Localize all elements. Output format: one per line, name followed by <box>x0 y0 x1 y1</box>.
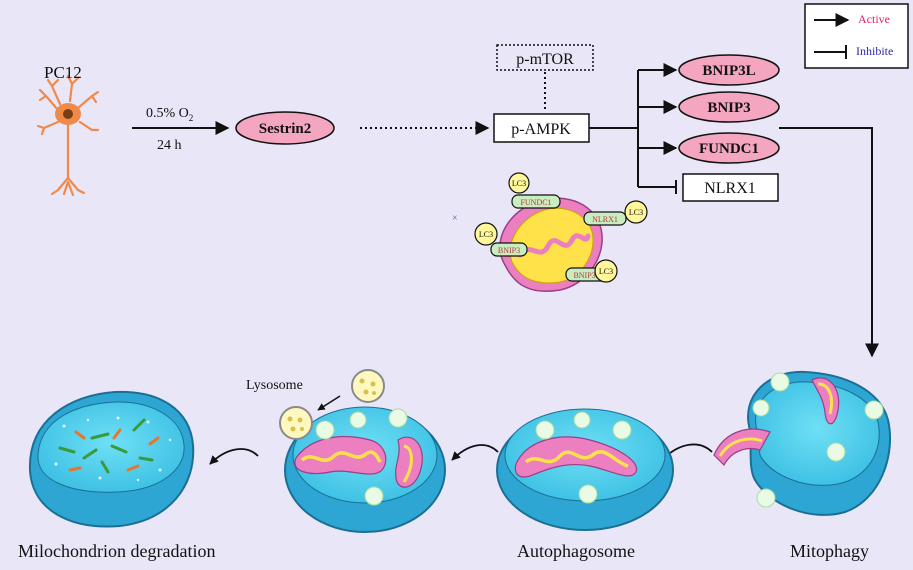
nlrx1-receptor-label: NLRX1 <box>592 215 618 224</box>
lc3-label-4: LC3 <box>599 267 613 276</box>
lyso-cell-mito-1 <box>294 435 387 475</box>
mitophagy-vesicle-1 <box>770 372 790 392</box>
lysosome-2 <box>279 406 313 440</box>
lc3-bubble-4 <box>594 259 618 283</box>
autophagosome-label: Autophagosome <box>517 541 635 561</box>
autophagosome-mito <box>514 436 638 478</box>
fundc1-receptor-label: FUNDC1 <box>520 198 551 207</box>
stray-mark: × <box>452 213 458 224</box>
o2-label: 0.5% O2 <box>146 106 193 123</box>
lyso-cell-mito-2 <box>395 436 423 488</box>
lysosome-label: Lysosome <box>246 378 303 393</box>
lysosomes <box>279 369 385 440</box>
lysosome-to-degradation-arrow <box>209 448 259 465</box>
sestrin2-label: Sestrin2 <box>259 121 312 137</box>
bnip3-receptor-label: BNIP3 <box>498 246 520 255</box>
sestrin2-node <box>235 111 335 145</box>
mitochondrion-receptor-illustration: FUNDC1 LC3 NLRX1 LC3 BNIP3 LC3 BNIP3L LC… <box>474 172 648 292</box>
lc3-bubble-1 <box>508 172 530 194</box>
nlrx1-receptor <box>583 211 627 226</box>
lysosome-1 <box>351 369 385 403</box>
bnip3-receptor <box>490 242 528 257</box>
fundc1-node <box>678 132 780 164</box>
fundc1-label: FUNDC1 <box>699 141 759 157</box>
pmtor-label: p-mTOR <box>516 51 574 68</box>
mitophagy-vesicle-4 <box>826 442 846 462</box>
lc3-label-3: LC3 <box>479 230 493 239</box>
cell-line-label: PC12 <box>44 63 82 82</box>
time-label: 24 h <box>157 138 182 153</box>
auto-vesicle-1 <box>535 420 555 440</box>
auto-vesicle-4 <box>578 484 598 504</box>
degradation-fragments <box>58 418 160 474</box>
lc3-bubble-3 <box>474 222 498 246</box>
auto-vesicle-2 <box>573 411 591 429</box>
bnip3-node <box>678 91 780 123</box>
auto-vesicle-3 <box>612 420 632 440</box>
mitophagy-vesicle-3 <box>864 400 884 420</box>
lyso-vesicle-4 <box>364 486 384 506</box>
pc12-neuron <box>36 74 100 197</box>
lysosome-arrow <box>317 395 341 411</box>
lc3-bubble-2 <box>624 200 648 224</box>
to-mitophagy-arrow <box>779 127 879 358</box>
mitophagy-cell <box>713 370 892 516</box>
lyso-vesicle-2 <box>349 411 367 429</box>
mito-matrix <box>509 207 594 284</box>
bnip3l-label: BNIP3L <box>702 63 755 79</box>
lyso-vesicle-3 <box>388 408 408 428</box>
pampk-label: p-AMPK <box>511 121 571 138</box>
lc3-label-1: LC3 <box>512 179 526 188</box>
bnip3-label: BNIP3 <box>707 100 750 116</box>
autophagosome-cell <box>496 408 674 531</box>
mitophagy-vesicle-5 <box>756 488 776 508</box>
legend-active-label: Active <box>858 12 890 26</box>
mitophagy-vesicle-2 <box>752 399 770 417</box>
degradation-cell <box>28 390 195 528</box>
lyso-vesicle-1 <box>315 420 335 440</box>
nlrx1-box <box>682 173 779 202</box>
fundc1-receptor <box>511 194 561 209</box>
bnip3l-receptor-label: BNIP3L <box>573 271 600 280</box>
mitophagy-mito-2 <box>811 377 840 425</box>
nlrx1-label: NLRX1 <box>704 180 756 197</box>
mito-cristae <box>517 233 591 258</box>
degradation-label: Milochondrion degradation <box>18 541 215 561</box>
autophagosome-to-lysosome-arrow <box>451 444 499 461</box>
pmtor-box <box>496 44 594 71</box>
legend: Active Inhibite <box>804 3 909 69</box>
legend-inhibite-label: Inhibite <box>856 44 893 58</box>
lysosome-fusion-cell <box>284 406 446 533</box>
mitophagy-label: Mitophagy <box>790 541 869 561</box>
legend-box <box>804 3 909 69</box>
lc3-label-2: LC3 <box>629 208 643 217</box>
bnip3l-node <box>678 54 780 86</box>
